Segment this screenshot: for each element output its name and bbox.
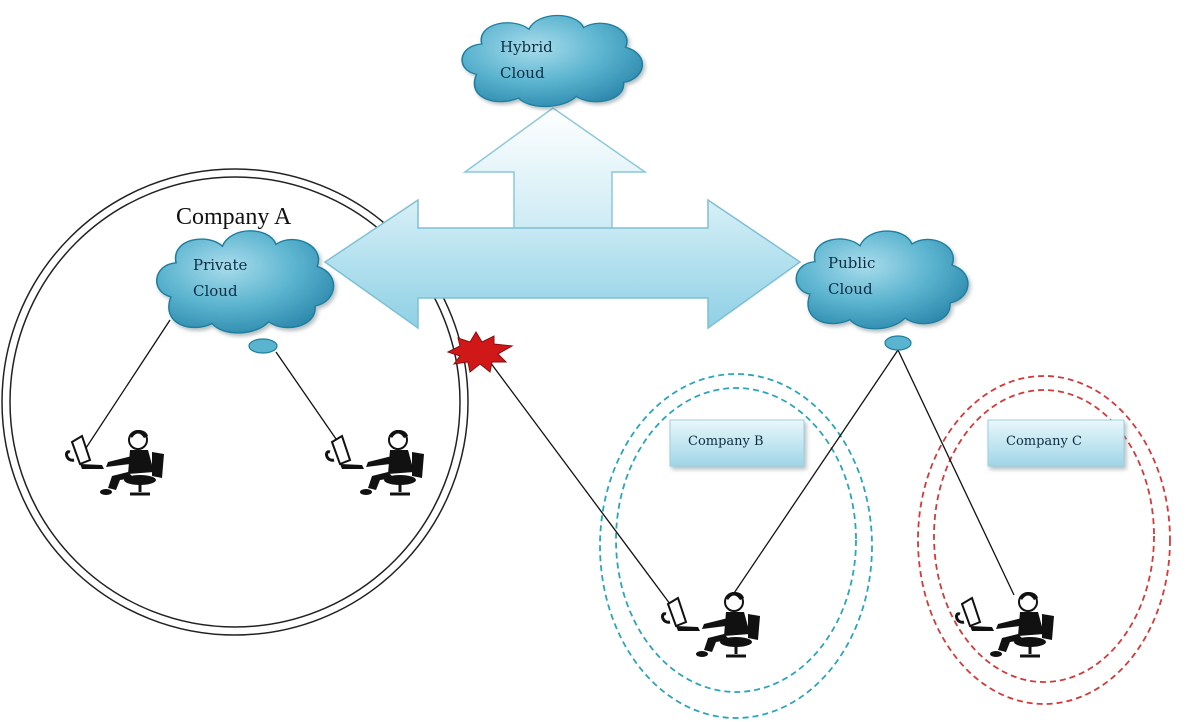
private-to-user1-line [85, 319, 171, 449]
company-c-label: Company C [1006, 434, 1082, 449]
public-cloud-tail [884, 335, 912, 351]
company-b-user-icon [661, 590, 762, 659]
hybrid-cloud [461, 14, 644, 108]
private-cloud-label-line1: Private [193, 256, 248, 274]
private-cloud [155, 230, 335, 334]
company-b-box [669, 419, 805, 467]
public-cloud-label-line1: Public [828, 254, 875, 272]
company-a-label: Company A [176, 204, 292, 230]
public-to-company-b-user-line [725, 349, 899, 606]
company-a-user-1-icon [65, 428, 166, 497]
company-c-user-icon [955, 590, 1056, 659]
company-b-label: Company B [688, 434, 764, 449]
public-to-company-c-user-line [897, 349, 1015, 596]
private-public-double-arrow [323, 198, 802, 330]
public-cloud [795, 230, 969, 330]
private-to-user2-line [275, 351, 346, 453]
company-c-box [987, 419, 1125, 467]
hybrid-cloud-label-line2: Cloud [500, 64, 545, 82]
private-cloud-label-line2: Cloud [193, 282, 238, 300]
connection-lines [85, 319, 1015, 613]
company-c-boundary [917, 375, 1171, 705]
private-cloud-tail [248, 338, 278, 354]
company-b-boundary [599, 373, 873, 719]
company-a-user-2-icon [325, 428, 426, 497]
breach-burst-icon [446, 331, 514, 373]
company-a-boundary [1, 168, 469, 636]
breach-to-company-b-user-line [489, 361, 677, 613]
hybrid-up-arrow [462, 107, 648, 241]
public-cloud-label-line2: Cloud [828, 280, 873, 298]
hybrid-cloud-label-line1: Hybrid [500, 38, 553, 56]
